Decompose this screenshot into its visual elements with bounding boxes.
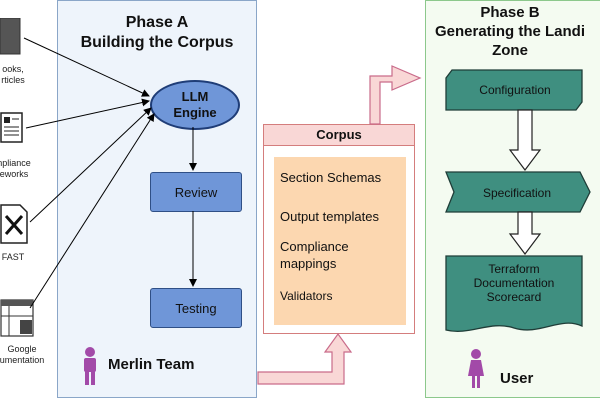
corpus-item: Compliance mappings <box>280 239 349 271</box>
person-icon <box>82 347 98 387</box>
user-person-icon <box>468 349 484 389</box>
review-label: Review <box>174 184 218 200</box>
source-label-google: Google umentation <box>0 344 45 365</box>
llm-engine-node: LLM Engine <box>150 80 240 130</box>
llm-engine-label: LLM Engine <box>173 89 217 120</box>
user-label: User <box>500 370 534 387</box>
source-label-compliance: npliance eworks <box>0 158 31 179</box>
document-icon <box>0 112 24 144</box>
google-docs-icon <box>0 298 36 340</box>
arrow-team-to-corpus <box>257 332 353 385</box>
merlin-team-label: Merlin Team <box>108 356 195 373</box>
testing-label: Testing <box>175 300 217 316</box>
phase-a-title: Phase A Building the Corpus <box>80 14 234 51</box>
corpus-item: Validators <box>280 289 333 303</box>
corpus-panel: Corpus Section Schemas Output templates … <box>263 124 415 334</box>
output-label: Terraform Documentation Scorecard <box>473 262 555 304</box>
source-label-books: ooks, rticles <box>1 64 25 85</box>
source-label-fast: FAST <box>1 252 25 262</box>
configuration-label: Configuration <box>479 83 551 97</box>
review-node: Review <box>150 172 242 212</box>
corpus-title: Corpus <box>264 125 414 146</box>
book-icon <box>0 17 22 56</box>
specification-label: Specification <box>482 186 552 200</box>
corpus-item: Section Schemas <box>280 170 382 185</box>
phase-b-title: Phase B Generating the Landi Zone <box>434 4 585 59</box>
testing-node: Testing <box>150 288 242 328</box>
fast-icon <box>0 204 28 244</box>
corpus-content: Section Schemas Output templates Complia… <box>274 157 406 325</box>
arrow-corpus-to-phase-b <box>369 65 422 125</box>
corpus-item: Output templates <box>280 209 379 224</box>
